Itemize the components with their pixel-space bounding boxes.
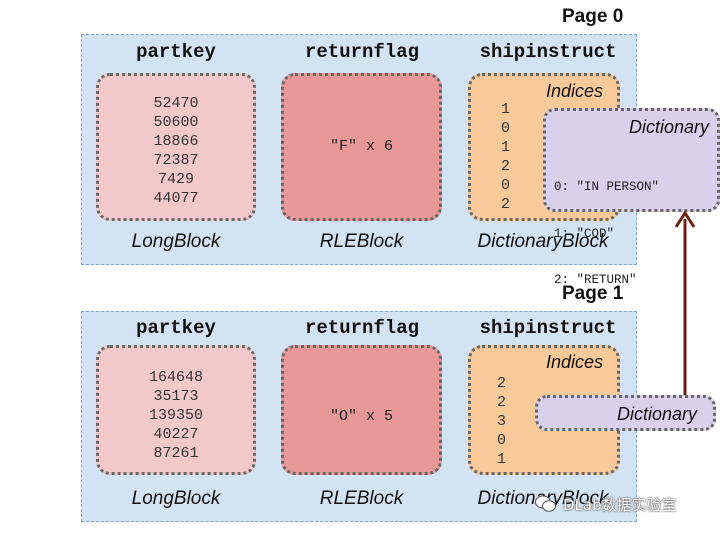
index-cell: 2 (501, 196, 511, 213)
index-cell: 0 (501, 120, 511, 137)
value-cell: 139350 (148, 407, 203, 424)
index-cell: 1 (501, 139, 511, 156)
value-cell: 87261 (153, 445, 199, 462)
page-0-dictionary-title: Dictionary (628, 117, 709, 137)
page-1-returnflag-header: returnflag (304, 317, 420, 339)
page-0-box: partkey returnflag shipinstruct 52470 50… (81, 34, 637, 265)
page-0-long-type: LongBlock (131, 231, 221, 252)
page-1-indices-label: Indices (546, 352, 604, 372)
value-cell: 7429 (157, 171, 194, 188)
index-cell: 1 (497, 451, 507, 468)
index-cell: 2 (497, 375, 507, 392)
dictionary-reference-arrow (674, 210, 696, 400)
page-1-long-block: 164648 35173 139350 40227 87261 (96, 345, 256, 475)
dictionary-entry: 1: "COD" (554, 226, 615, 241)
page-1-partkey-values: 164648 35173 139350 40227 87261 (99, 368, 253, 463)
value-cell: 44077 (153, 190, 199, 207)
page-1-title: Page 1 (562, 283, 624, 304)
value-cell: 18866 (153, 133, 199, 150)
value-cell: 52470 (153, 95, 199, 112)
index-cell: 3 (497, 413, 507, 430)
page-0-partkey-values: 52470 50600 18866 72387 7429 44077 (99, 94, 253, 208)
page-0-title: Page 0 (562, 6, 624, 27)
value-cell: 164648 (148, 369, 203, 386)
page-0-indices: 1 0 1 2 0 2 (501, 100, 510, 214)
dictionary-entry: 2: "RETURN" (554, 273, 637, 287)
arrow-head-icon (674, 210, 696, 228)
page-1-dictionary: Dictionary (535, 395, 716, 431)
page-0-dictionary-type: DictionaryBlock (477, 231, 609, 252)
page-0-indices-label: Indices (546, 81, 604, 101)
watermark-text: DLab数据实验室 (563, 496, 677, 514)
page-0-partkey-header: partkey (136, 41, 216, 63)
value-cell: 35173 (153, 388, 199, 405)
value-cell: 72387 (153, 152, 199, 169)
page-1-box: partkey returnflag shipinstruct 164648 3… (81, 311, 637, 522)
page-1-rle-value: "O" x 5 (329, 408, 393, 425)
page-0-long-block: 52470 50600 18866 72387 7429 44077 (96, 73, 256, 221)
index-cell: 0 (497, 432, 507, 449)
page-1-dictionary-title: Dictionary (616, 404, 697, 424)
wechat-icon (535, 495, 556, 512)
dictionary-entry: 0: "IN PERSON" (554, 180, 660, 194)
value-cell: 40227 (153, 426, 199, 443)
page-1-partkey-header: partkey (136, 317, 216, 339)
page-1-rle-type: RLEBlock (319, 488, 404, 509)
index-cell: 2 (501, 158, 511, 175)
page-1-long-type: LongBlock (131, 488, 221, 509)
page-0-returnflag-header: returnflag (304, 41, 420, 63)
page-1-rle-block: "O" x 5 (281, 345, 442, 475)
page-0-rle-value: "F" x 6 (329, 138, 393, 155)
page-0-rle-type: RLEBlock (319, 231, 404, 252)
page-0-shipinstruct-header: shipinstruct (479, 41, 617, 63)
index-cell: 1 (501, 101, 511, 118)
page-1-indices: 2 2 3 0 1 (497, 374, 506, 469)
page-0-rle-block: "F" x 6 (281, 73, 442, 221)
page-1-shipinstruct-header: shipinstruct (479, 317, 617, 339)
value-cell: 50600 (153, 114, 199, 131)
index-cell: 0 (501, 177, 511, 194)
page-0-dictionary: Dictionary 0: "IN PERSON" 1: "COD" 2: "R… (543, 108, 720, 334)
index-cell: 2 (497, 394, 507, 411)
